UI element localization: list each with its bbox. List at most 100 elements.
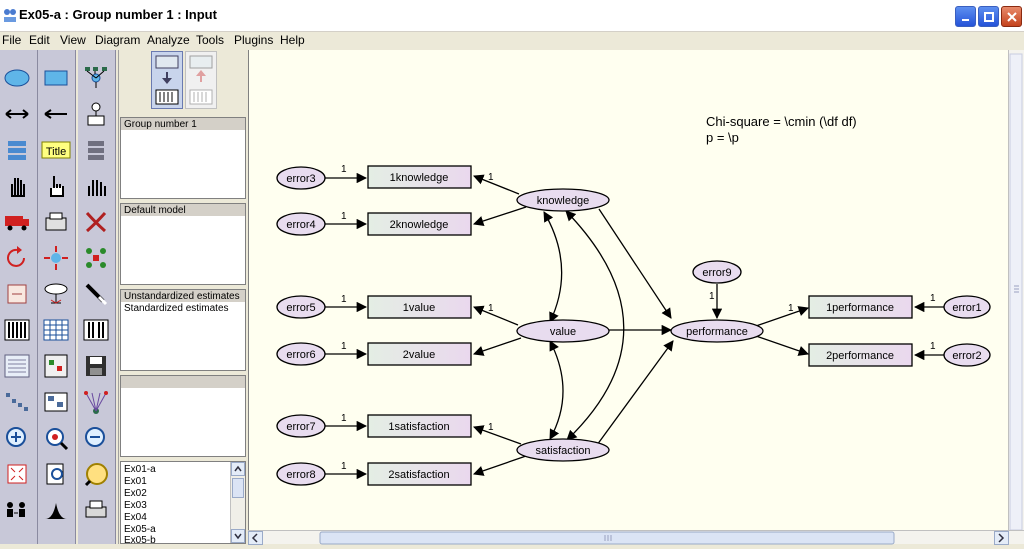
reflect-tool[interactable] bbox=[81, 243, 111, 273]
spreadsheet-tool[interactable] bbox=[41, 315, 71, 345]
multiple-group-tool[interactable] bbox=[2, 495, 32, 525]
cov-value-satisfaction[interactable] bbox=[549, 340, 564, 440]
latent-performance[interactable]: performance bbox=[670, 319, 764, 343]
rotate-tool[interactable] bbox=[2, 243, 32, 273]
draw-covariance-tool[interactable] bbox=[2, 99, 32, 129]
error3-ellipse[interactable]: error3 bbox=[276, 166, 326, 190]
specification-search-tool[interactable] bbox=[2, 387, 32, 417]
shape-change-tool[interactable] bbox=[41, 243, 71, 273]
file-item[interactable]: Ex03 bbox=[124, 500, 147, 511]
file-item[interactable]: Ex04 bbox=[124, 512, 147, 523]
loupe-tool[interactable] bbox=[81, 459, 111, 489]
path-knowledge-1knowledge[interactable] bbox=[473, 174, 520, 195]
observed-2knowledge[interactable]: 2knowledge bbox=[367, 212, 472, 236]
magnify-tool[interactable] bbox=[41, 423, 71, 453]
menu-file[interactable]: File bbox=[2, 33, 22, 47]
estimates-item-unstandardized[interactable]: Unstandardized estimates bbox=[124, 291, 240, 302]
unique-variable-tool[interactable] bbox=[81, 99, 111, 129]
observed-1satisfaction[interactable]: 1satisfaction bbox=[367, 414, 472, 438]
deselect-all-tool[interactable] bbox=[81, 171, 111, 201]
amos-app-icon[interactable] bbox=[2, 7, 18, 24]
path-satisfaction-1satisfaction[interactable] bbox=[473, 425, 522, 445]
file-item[interactable]: Ex05-b bbox=[124, 535, 156, 543]
error6-ellipse[interactable]: error6 bbox=[276, 342, 326, 366]
model-item[interactable]: Default model bbox=[124, 205, 186, 216]
view-page-tool[interactable] bbox=[41, 459, 71, 489]
menu-edit[interactable]: Edit bbox=[29, 33, 50, 47]
erase-tool[interactable] bbox=[81, 207, 111, 237]
error9-ellipse[interactable]: error9 bbox=[692, 260, 742, 284]
observed-2satisfaction[interactable]: 2satisfaction bbox=[367, 462, 472, 486]
view-data-tool[interactable] bbox=[81, 315, 111, 345]
draw-observed-variable-tool[interactable] bbox=[41, 63, 71, 93]
move-tool[interactable] bbox=[2, 207, 32, 237]
minimize-button[interactable] bbox=[955, 6, 976, 27]
calculate-estimates-tool[interactable] bbox=[41, 351, 71, 381]
file-item[interactable]: Ex02 bbox=[124, 488, 147, 499]
observed-2value[interactable]: 2value bbox=[367, 342, 472, 366]
list-variables-tool[interactable] bbox=[2, 135, 32, 165]
horizontal-scrollbar[interactable] bbox=[248, 530, 1024, 545]
observed-1knowledge[interactable]: 1knowledge bbox=[367, 165, 472, 189]
duplicate-tool[interactable] bbox=[41, 207, 71, 237]
bayesian-tool[interactable] bbox=[41, 387, 71, 417]
view-input-button[interactable] bbox=[151, 51, 183, 109]
error4-ellipse[interactable]: error4 bbox=[276, 212, 326, 236]
select-all-tool[interactable] bbox=[41, 171, 71, 201]
select-one-tool[interactable] bbox=[2, 171, 32, 201]
latent-satisfaction[interactable]: satisfaction bbox=[516, 438, 610, 462]
observed-2performance[interactable]: 2performance bbox=[808, 343, 913, 367]
path-knowledge-performance[interactable] bbox=[598, 208, 672, 319]
error5-ellipse[interactable]: error5 bbox=[276, 295, 326, 319]
observed-1value[interactable]: 1value bbox=[367, 295, 472, 319]
error8-ellipse[interactable]: error8 bbox=[276, 462, 326, 486]
list-objects-tool[interactable] bbox=[81, 135, 111, 165]
view-output-button[interactable] bbox=[185, 51, 217, 109]
path-knowledge-2knowledge[interactable] bbox=[473, 206, 527, 227]
figure-caption-tool[interactable]: Title bbox=[41, 135, 71, 165]
files-scrollbar[interactable] bbox=[230, 462, 245, 543]
error7-ellipse[interactable]: error7 bbox=[276, 414, 326, 438]
vertical-scrollbar[interactable] bbox=[1008, 50, 1024, 531]
latent-value[interactable]: value bbox=[516, 319, 610, 343]
cov-knowledge-satisfaction[interactable] bbox=[565, 210, 625, 441]
menu-diagram[interactable]: Diagram bbox=[95, 33, 141, 47]
zoom-out-tool[interactable] bbox=[81, 423, 111, 453]
menu-view[interactable]: View bbox=[60, 33, 86, 47]
analysis-properties-tool[interactable] bbox=[41, 279, 71, 309]
view-text-tool[interactable] bbox=[2, 351, 32, 381]
draw-path-tool[interactable] bbox=[41, 99, 71, 129]
error2-ellipse[interactable]: error2 bbox=[943, 343, 991, 367]
draw-latent-variable-tool[interactable] bbox=[2, 63, 32, 93]
path-performance-2performance[interactable] bbox=[755, 335, 809, 356]
observed-1performance[interactable]: 1performance bbox=[808, 295, 913, 319]
file-item[interactable]: Ex05-a bbox=[124, 524, 156, 535]
save-diagram-tool[interactable] bbox=[81, 351, 111, 381]
print-tool[interactable] bbox=[81, 495, 111, 525]
files-scroll-thumb[interactable] bbox=[232, 478, 244, 498]
zoom-page-tool[interactable] bbox=[2, 459, 32, 489]
file-item[interactable]: Ex01-a bbox=[124, 464, 156, 475]
cov-knowledge-value[interactable] bbox=[543, 211, 563, 323]
menu-analyze[interactable]: Analyze bbox=[147, 33, 190, 47]
multiple-group-wizard-tool[interactable] bbox=[81, 387, 111, 417]
indicator-variable-tool[interactable] bbox=[81, 63, 111, 93]
zoom-in-tool[interactable] bbox=[2, 423, 32, 453]
latent-knowledge[interactable]: knowledge bbox=[516, 188, 610, 212]
distribution-tool[interactable] bbox=[41, 495, 71, 525]
path-satisfaction-2satisfaction[interactable] bbox=[473, 455, 527, 476]
close-button[interactable] bbox=[1001, 6, 1022, 27]
diagram-canvas[interactable]: Chi-square = \cmin (\df df) p = \p bbox=[248, 50, 1014, 530]
group-item[interactable]: Group number 1 bbox=[124, 119, 197, 130]
menu-tools[interactable]: Tools bbox=[196, 33, 225, 47]
file-item[interactable]: Ex01 bbox=[124, 476, 147, 487]
path-satisfaction-performance[interactable] bbox=[596, 340, 674, 446]
data-files-tool[interactable] bbox=[2, 315, 32, 345]
object-properties-tool[interactable] bbox=[81, 279, 111, 309]
path-performance-1performance[interactable] bbox=[755, 306, 809, 327]
path-value-1value[interactable] bbox=[473, 305, 519, 326]
estimates-item-standardized[interactable]: Standardized estimates bbox=[124, 303, 229, 314]
path-value-2value[interactable] bbox=[473, 337, 522, 356]
preserve-symmetries-tool[interactable] bbox=[2, 279, 32, 309]
error1-ellipse[interactable]: error1 bbox=[943, 295, 991, 319]
